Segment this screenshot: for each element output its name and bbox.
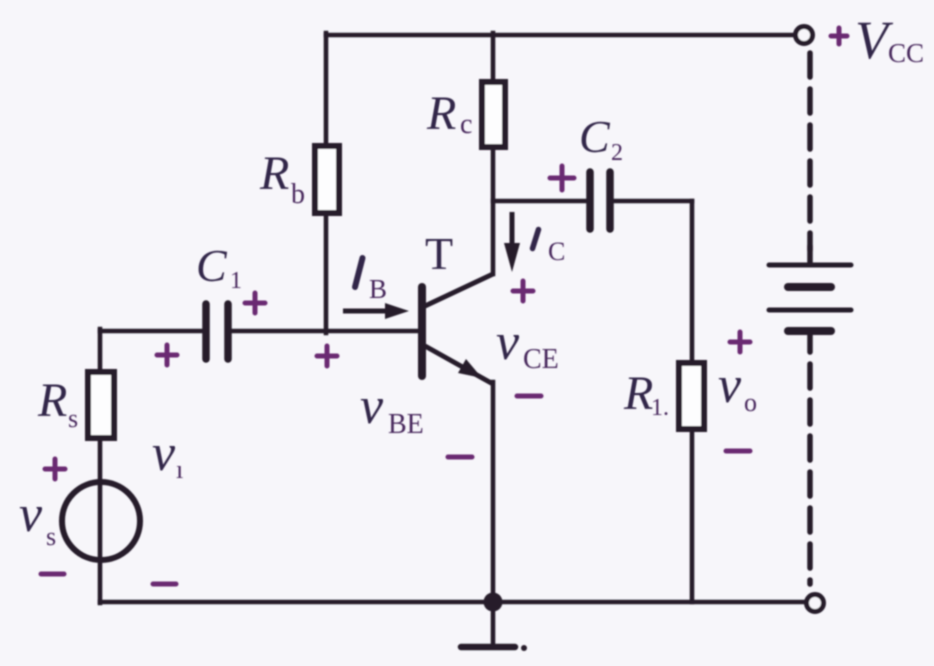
svg-text:R: R [37, 374, 67, 427]
svg-text:s: s [46, 522, 56, 551]
svg-text:v: v [360, 378, 384, 435]
svg-text:B: B [369, 274, 387, 304]
svg-text:1: 1 [230, 268, 242, 294]
svg-text:C: C [548, 237, 565, 266]
svg-text:ı: ı [176, 455, 183, 484]
svg-text:c: c [460, 109, 472, 140]
svg-text:v: v [152, 425, 176, 482]
svg-text:o: o [744, 388, 757, 417]
svg-text:v: v [718, 357, 742, 414]
svg-text:v: v [19, 486, 43, 543]
svg-text:1.: 1. [651, 395, 669, 421]
svg-text:b: b [291, 179, 305, 210]
svg-text:R: R [623, 367, 653, 420]
svg-text:BE: BE [388, 409, 424, 440]
svg-text:CC: CC [888, 38, 924, 68]
svg-text:R: R [259, 147, 289, 200]
svg-text:R: R [426, 87, 456, 140]
svg-text:C: C [579, 111, 611, 162]
svg-text:CE: CE [523, 344, 559, 375]
svg-text:v: v [496, 314, 520, 371]
svg-text:C: C [196, 240, 228, 291]
svg-text:V: V [855, 10, 894, 70]
svg-text:T: T [425, 228, 453, 279]
svg-text:2: 2 [611, 140, 623, 166]
svg-text:s: s [68, 404, 78, 433]
